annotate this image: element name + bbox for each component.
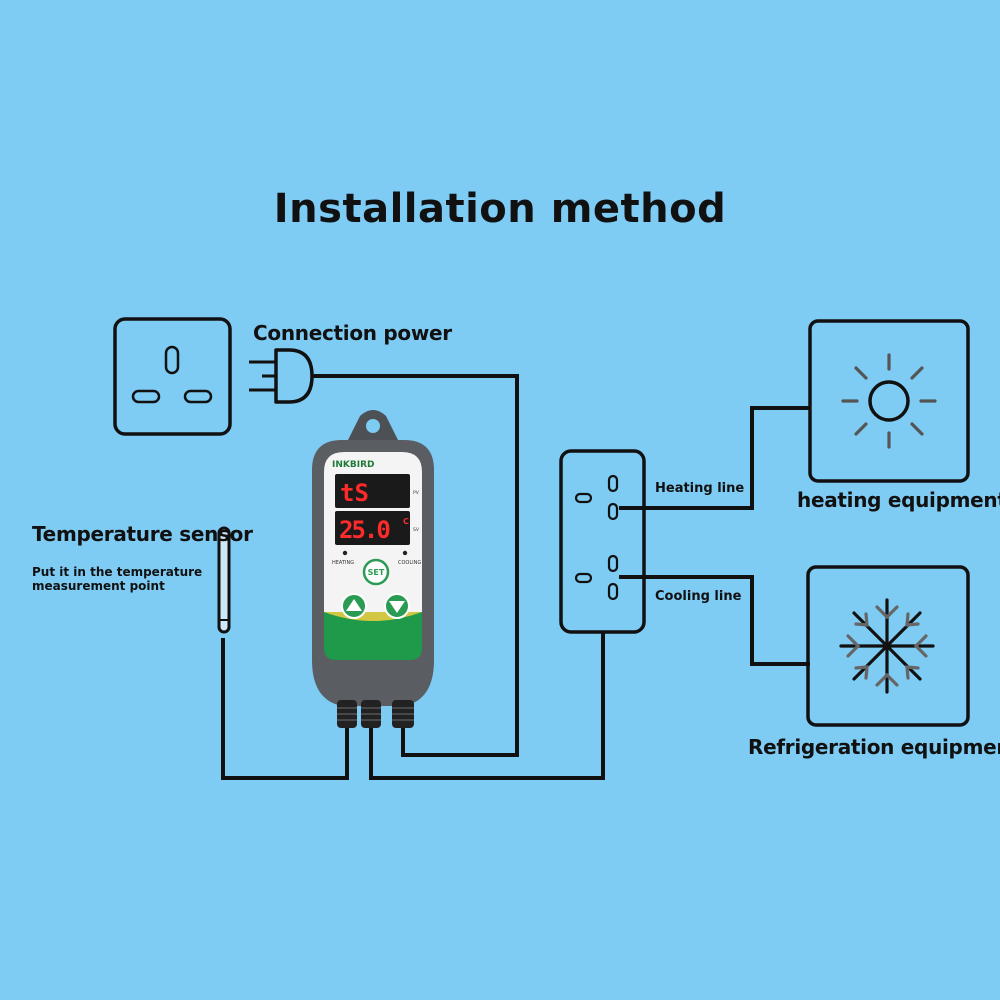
snowflake-icon	[839, 598, 935, 694]
heating-indicator-label: HEATING	[332, 560, 354, 566]
cable-glands	[337, 700, 414, 728]
cooling-indicator-label: COOLING	[398, 560, 421, 566]
wiring	[221, 374, 810, 780]
sv-tag: SV	[413, 527, 420, 533]
sv-unit: C	[403, 517, 409, 526]
temperature-controller: INKBIRD tS 25.0 C PV SV HEATING COOLING …	[312, 410, 434, 728]
sensor-note: Put it in the temperature measurement po…	[32, 565, 203, 593]
heating-equipment-label: heating equipment	[797, 488, 1000, 512]
refrigeration-equipment-label: Refrigeration equipment	[748, 735, 1000, 759]
pv-tag: PV	[413, 490, 420, 496]
brand-logo: INKBIRD	[332, 460, 374, 470]
outlet-wire	[369, 632, 605, 780]
refrigeration-equipment	[806, 565, 970, 727]
cooling-line-label: Cooling line	[655, 589, 742, 604]
sensor-wire	[221, 638, 349, 780]
page-title: Installation method	[273, 186, 727, 232]
pv-value: tS	[340, 479, 369, 507]
sun-icon	[841, 353, 937, 449]
power-plug-icon	[249, 348, 314, 404]
connection-power-label: Connection power	[253, 321, 452, 345]
temperature-probe	[217, 526, 231, 634]
set-button-label: SET	[368, 568, 385, 577]
wall-socket	[113, 317, 232, 436]
sv-display	[335, 511, 410, 545]
temperature-sensor-label: Temperature sensor	[32, 522, 253, 546]
heating-line-label: Heating line	[655, 481, 745, 496]
sv-value: 25.0	[339, 516, 390, 544]
heating-equipment	[808, 319, 970, 483]
power-wire	[312, 374, 519, 757]
cooling-wire	[619, 575, 810, 666]
pv-display	[335, 474, 410, 508]
heating-wire	[619, 406, 810, 510]
dual-outlet	[559, 449, 646, 634]
